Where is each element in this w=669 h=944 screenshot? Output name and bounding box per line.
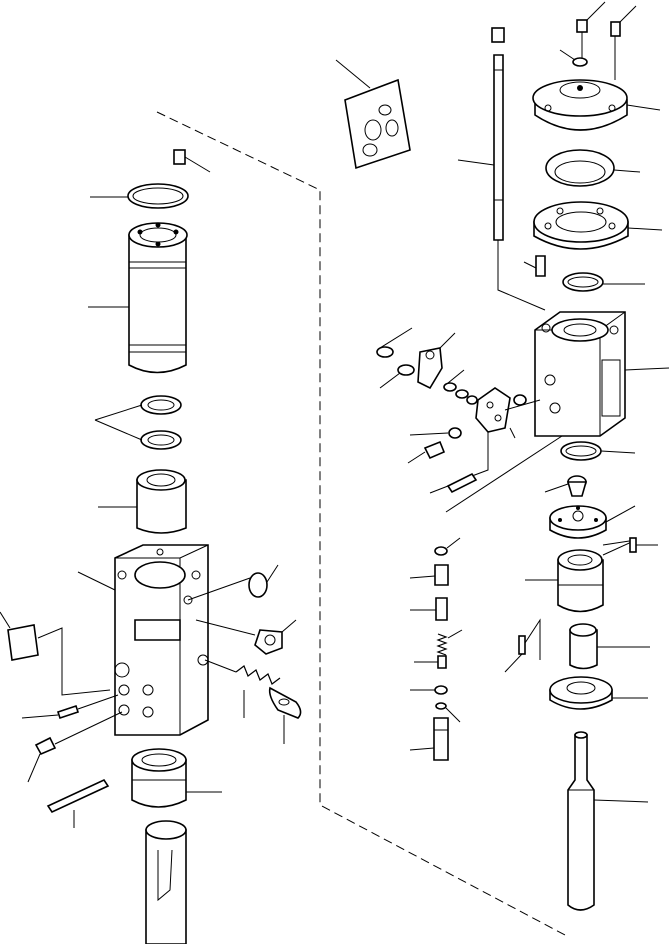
diaphragm bbox=[545, 149, 641, 187]
long-pin bbox=[46, 778, 110, 828]
plunger bbox=[268, 686, 302, 744]
right-assembly bbox=[335, 1, 669, 911]
o-ring-lower bbox=[560, 441, 636, 461]
long-screw bbox=[429, 472, 478, 494]
lower-cap bbox=[549, 676, 648, 710]
valve-body-block bbox=[77, 544, 209, 736]
chisel-tool bbox=[145, 820, 187, 944]
spool bbox=[569, 623, 650, 670]
bushing bbox=[98, 469, 187, 534]
plug-small bbox=[27, 711, 123, 783]
valve-leader bbox=[445, 435, 563, 513]
poppet bbox=[544, 475, 588, 497]
flange-ring bbox=[533, 201, 663, 250]
piston bbox=[567, 731, 649, 911]
assembly-outline bbox=[156, 111, 566, 936]
valve-sleeve bbox=[525, 539, 637, 613]
o-ring-upper bbox=[562, 272, 645, 292]
small-bolt bbox=[173, 149, 211, 173]
spring bbox=[204, 659, 281, 718]
top-bolts bbox=[559, 1, 637, 80]
cylinder-part bbox=[88, 222, 188, 374]
pin-short bbox=[21, 694, 119, 720]
seal-kit bbox=[335, 59, 411, 170]
side-bolt bbox=[523, 255, 546, 277]
valve-plate bbox=[549, 505, 636, 539]
small-orings bbox=[443, 369, 478, 405]
main-housing bbox=[534, 311, 669, 437]
lower-bushing bbox=[131, 748, 222, 808]
square-pad bbox=[0, 611, 111, 696]
manifold-plate bbox=[475, 387, 541, 439]
snap-ring bbox=[90, 183, 189, 209]
control-valve-stack bbox=[409, 537, 463, 761]
washer-bolt bbox=[407, 427, 489, 477]
left-assembly bbox=[0, 149, 302, 944]
plug bbox=[187, 564, 279, 601]
fitting bbox=[195, 619, 297, 655]
seal-pair bbox=[94, 395, 182, 450]
dowel-pin-lower bbox=[504, 618, 541, 673]
long-rod bbox=[457, 27, 546, 311]
top-cap bbox=[532, 79, 661, 131]
dowel-pin-right bbox=[629, 537, 658, 553]
swivel-fitting bbox=[376, 327, 456, 390]
